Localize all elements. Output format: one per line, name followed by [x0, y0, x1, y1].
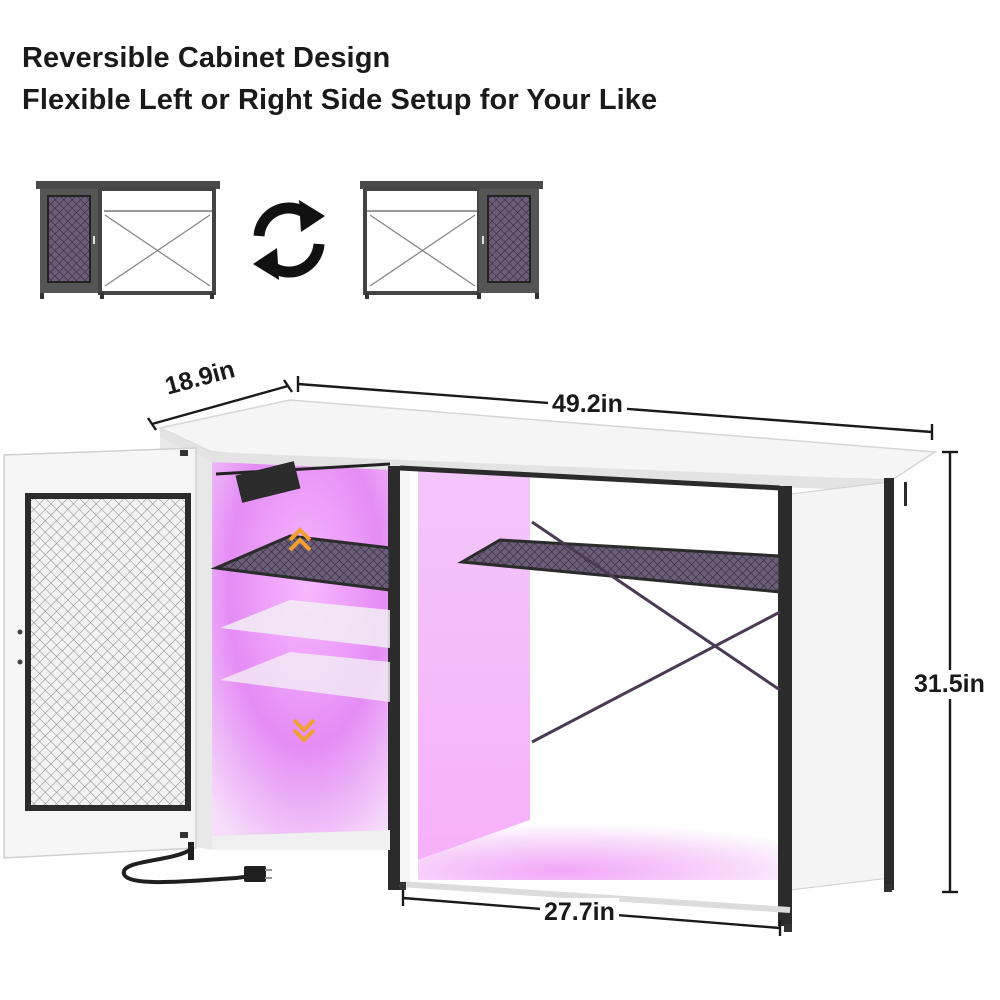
mini-cabinet-left-door — [36, 181, 220, 299]
mini-cabinet-right-door — [360, 181, 543, 299]
subheadline: Flexible Left or Right Side Setup for Yo… — [22, 84, 658, 116]
headline: Reversible Cabinet Design — [22, 42, 391, 74]
width-dimension-label: 49.2in — [548, 390, 627, 419]
rotate-arrows-icon — [253, 200, 325, 280]
main-cabinet — [3, 399, 938, 932]
open-width-dimension-label: 27.7in — [540, 898, 619, 927]
height-dimension-label: 31.5in — [912, 670, 987, 699]
